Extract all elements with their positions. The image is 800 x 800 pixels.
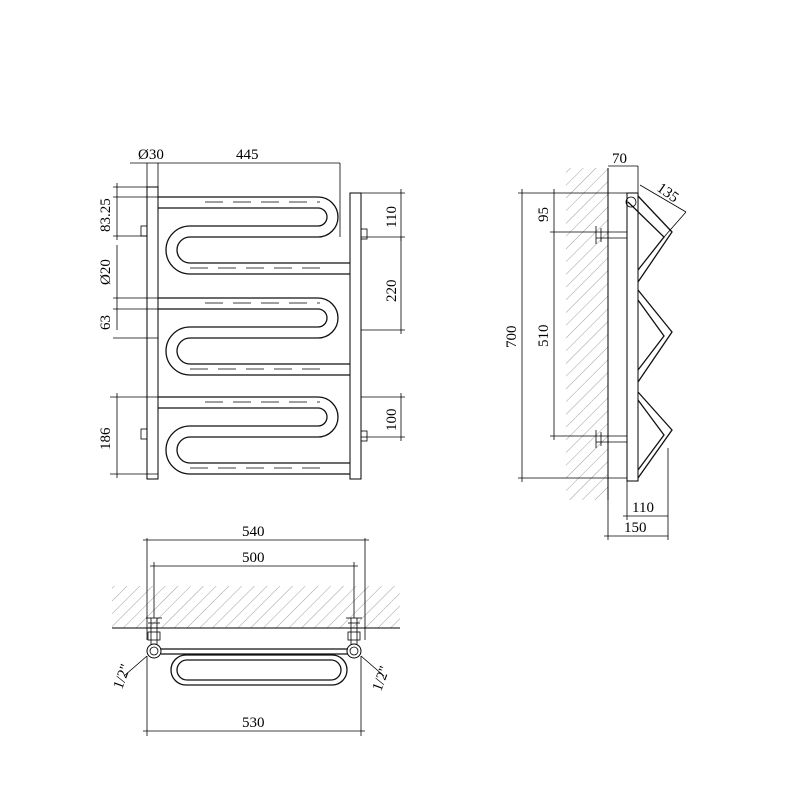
dim-95: 95 [536,207,552,222]
dim-700: 700 [504,326,520,349]
thread-label-right: 1/2" [370,664,394,693]
top-post-right [346,643,362,659]
right-post [349,192,362,480]
dim-510: 510 [536,325,552,348]
left-post [146,186,159,480]
dim-63: 63 [98,315,114,330]
dim-110-side: 110 [632,500,654,516]
dim-500: 500 [242,550,265,566]
side-view: 70 135 95 510 700 110 150 [504,151,687,540]
side-post [626,192,639,482]
thread-label-left: 1/2" [111,662,135,691]
dim-530: 530 [242,715,265,731]
top-bracket-left [146,617,162,644]
dim-100: 100 [384,409,400,432]
side-bracket-bottom [595,426,627,452]
right-connector-top [360,228,368,240]
wall-hatch-side [566,168,608,500]
dim-width-445: 445 [236,147,259,163]
dim-186: 186 [98,427,114,450]
front-view: Ø30 445 83.25 Ø20 63 186 110 220 100 [98,147,405,480]
dim-110-front: 110 [384,206,400,228]
top-pipe-loop [161,648,348,686]
dim-540: 540 [242,524,265,540]
side-bracket-top [595,222,627,248]
top-view: 1/2" 1/2" 540 500 530 [111,524,400,736]
dim-70: 70 [612,151,627,167]
left-connector-bottom [140,428,148,440]
serpentine-pipe-2 [158,297,350,376]
side-pipe-profile [625,195,673,479]
dim-diameter-20: Ø20 [98,259,114,285]
dim-220: 220 [384,280,400,303]
right-connector-bottom [360,430,368,442]
top-post-left [146,643,162,659]
wall-hatch-top [112,586,400,628]
dim-diameter-30: Ø30 [138,147,164,163]
serpentine-pipe-3 [158,396,350,475]
left-connector-top [140,225,148,237]
dim-150: 150 [624,520,647,536]
dim-135: 135 [654,180,682,206]
dim-83-25: 83.25 [98,198,114,232]
serpentine-pipe-1 [158,196,350,275]
